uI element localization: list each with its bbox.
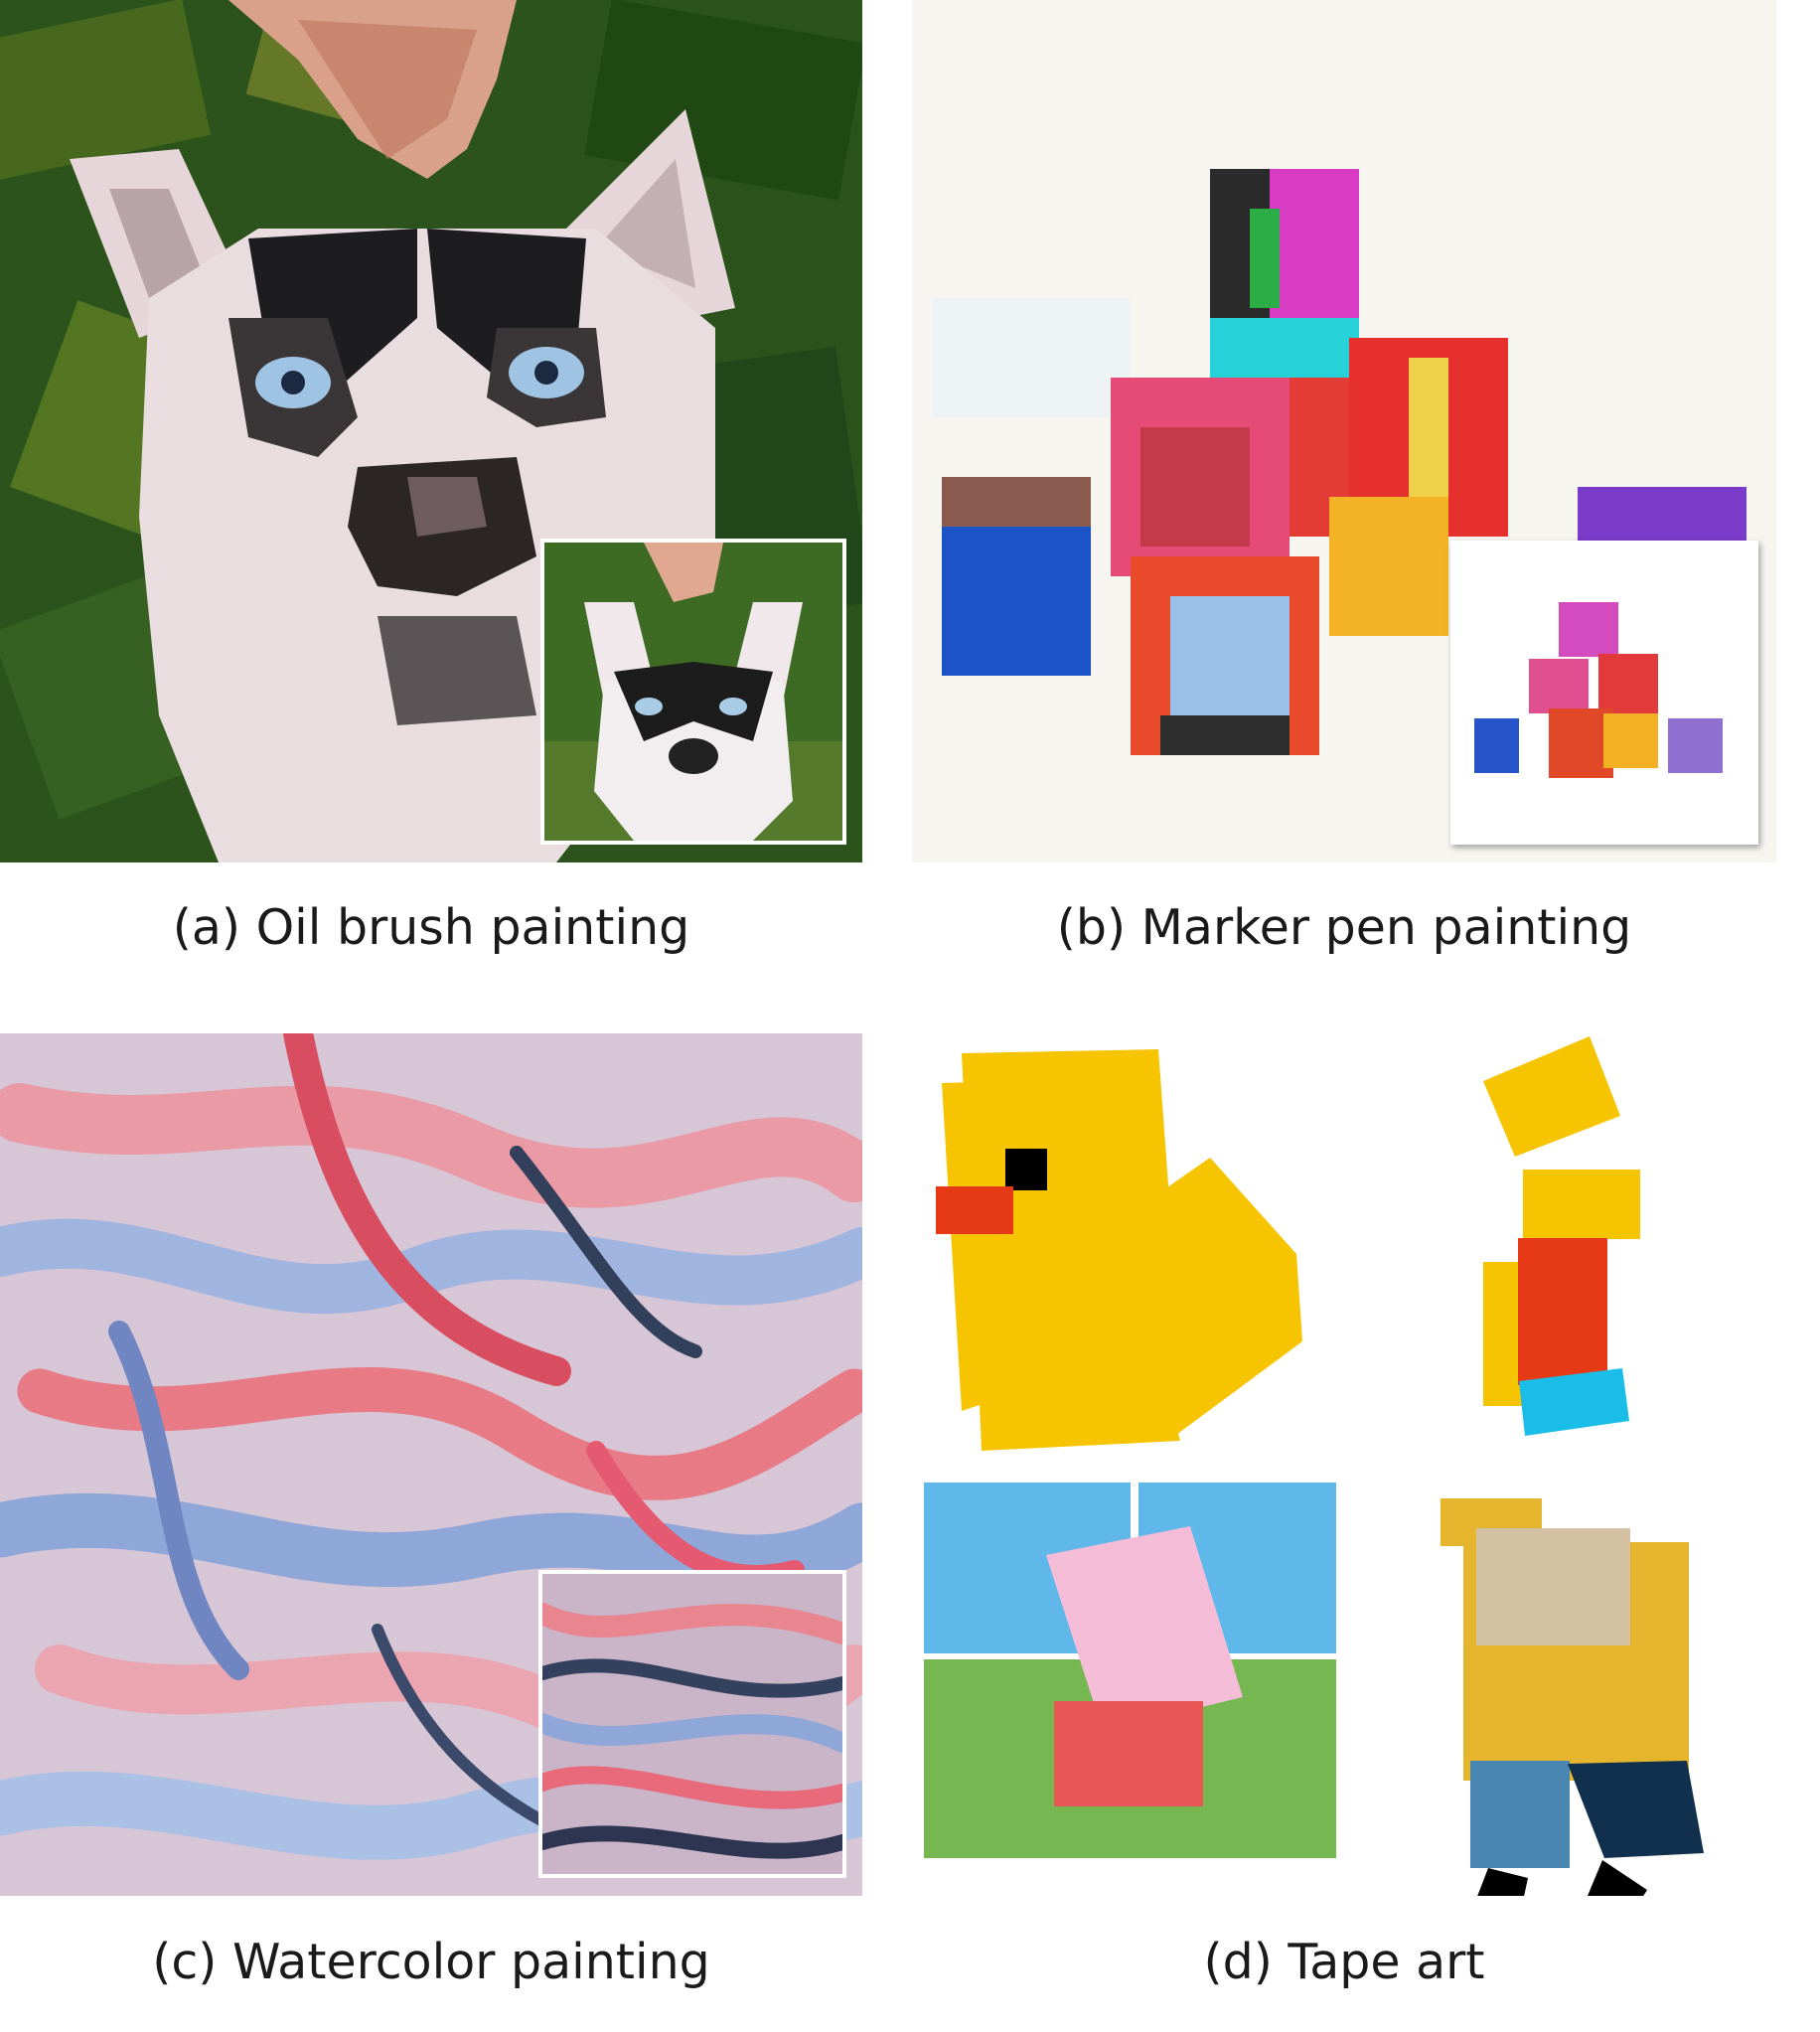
panel-watercolor	[0, 1033, 862, 1896]
oil-source-photo-inset	[540, 539, 846, 845]
tape-figure-large	[1441, 1498, 1704, 1896]
watercolor-source-photo	[542, 1574, 842, 1874]
tape-landscape	[924, 1483, 1336, 1858]
caption-tape-art: (d) Tape art	[1203, 1934, 1485, 1990]
caption-watercolor: (c) Watercolor painting	[152, 1934, 710, 1990]
panel-oil-brush	[0, 0, 862, 862]
oil-source-photo	[544, 543, 842, 841]
caption-oil-brush: (a) Oil brush painting	[172, 899, 690, 956]
panel-marker-pen	[912, 0, 1776, 862]
tape-figure-small	[1483, 1036, 1640, 1436]
marker-source-photo-inset	[1450, 541, 1758, 845]
marker-source-photo	[1454, 545, 1754, 841]
caption-marker-pen: (b) Marker pen painting	[1056, 899, 1632, 956]
tape-art-image	[912, 1033, 1776, 1896]
watercolor-source-photo-inset	[538, 1570, 846, 1878]
tape-duck	[936, 1049, 1302, 1451]
panel-tape-art	[912, 1033, 1776, 1896]
